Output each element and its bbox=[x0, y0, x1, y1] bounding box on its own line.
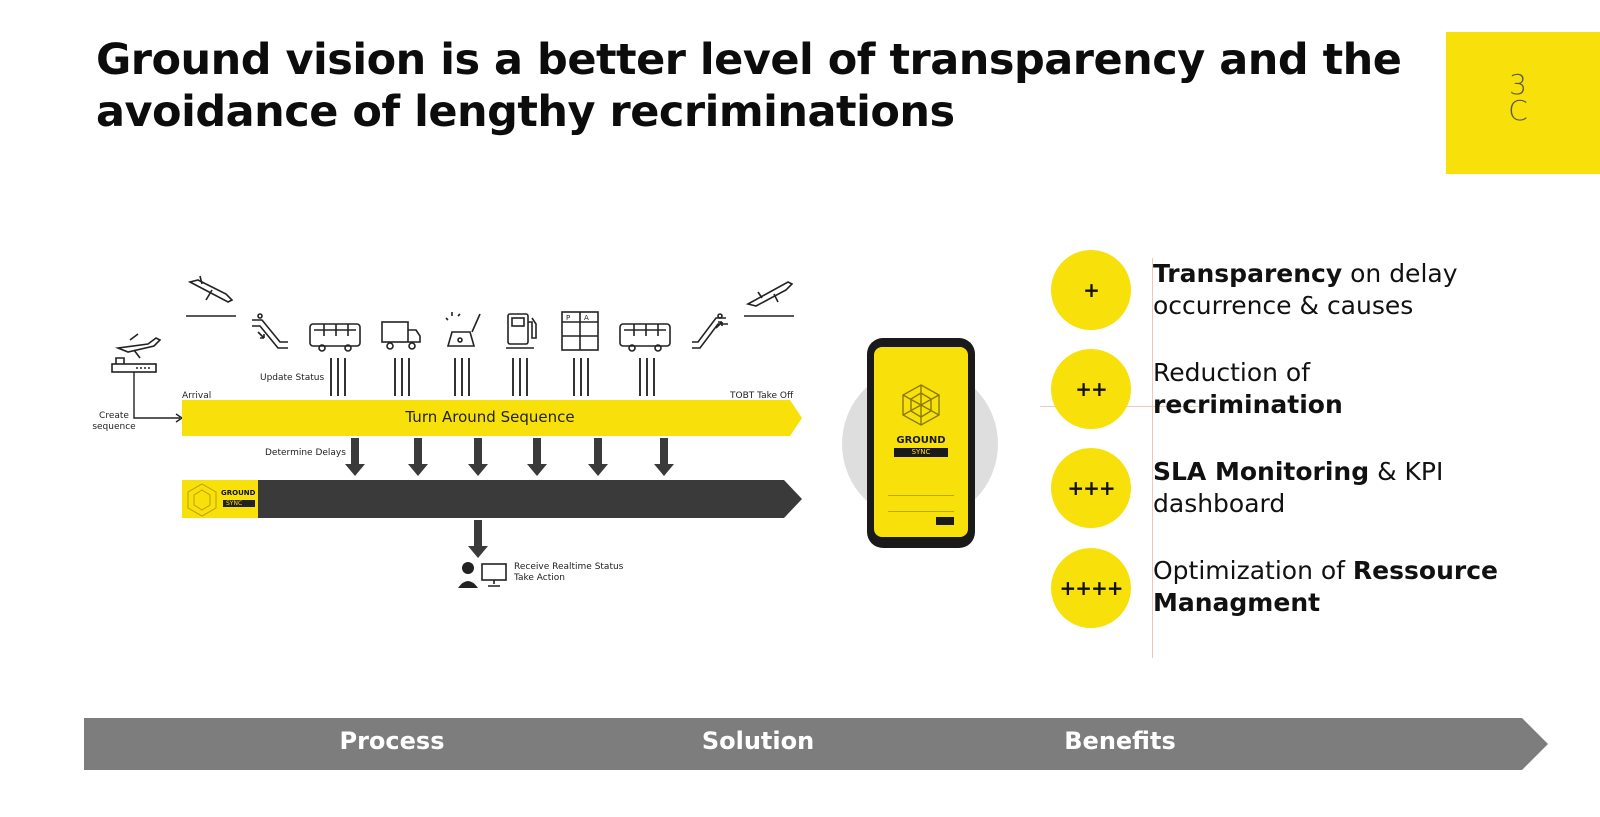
receive-label: Receive Realtime Status Take Action bbox=[514, 562, 623, 584]
guide-line bbox=[1152, 258, 1153, 658]
phone-sub: SYNC bbox=[894, 448, 948, 457]
benefit-text-2: Reduction of recrimination bbox=[1153, 357, 1553, 421]
logo-mark: 3 C bbox=[1498, 68, 1538, 127]
benefit-text-3: SLA Monitoring & KPI dashboard bbox=[1153, 456, 1553, 520]
create-sequence-label: Create sequence bbox=[92, 411, 136, 432]
gate-sign-icon: P A bbox=[561, 311, 599, 351]
benefit-2-pre: Reduction of bbox=[1153, 358, 1311, 387]
ground-sync-logo-icon bbox=[187, 483, 217, 517]
benefit-1-post: on delay occurrence & causes bbox=[1153, 259, 1458, 320]
logo-line-1: 3 bbox=[1509, 68, 1527, 101]
benefit-badge-3: +++ bbox=[1051, 448, 1131, 528]
phase-process: Process bbox=[339, 727, 445, 755]
phase-solution: Solution bbox=[701, 727, 815, 755]
turn-around-label: Turn Around Sequence bbox=[405, 408, 575, 426]
benefit-text-4: Optimization of Ressource Managment bbox=[1153, 555, 1533, 619]
determine-delays-label: Determine Delays bbox=[265, 448, 346, 458]
svg-text:P: P bbox=[566, 314, 570, 322]
phone-mockup: GROUND SYNC bbox=[867, 338, 975, 548]
determine-delays-arrows bbox=[345, 438, 674, 476]
ground-sync-brand: GROUND bbox=[221, 489, 256, 497]
benefit-1-bold: Transparency bbox=[1153, 259, 1343, 288]
tobt-label: TOBT Take Off bbox=[730, 391, 794, 401]
phase-benefits: Benefits bbox=[1064, 727, 1176, 755]
ground-sync-bar bbox=[182, 480, 802, 518]
fuel-pump-icon bbox=[506, 313, 537, 349]
update-status-arrows bbox=[330, 358, 655, 396]
benefit-4-pre: Optimization of bbox=[1153, 556, 1353, 585]
process-diagram: P A bbox=[111, 275, 802, 588]
ground-sync-sub: SYNC bbox=[226, 500, 243, 507]
receive-status-text: Receive Realtime Status bbox=[514, 562, 624, 572]
take-action-text: Take Action bbox=[514, 573, 565, 583]
cleaning-icon bbox=[445, 312, 481, 347]
benefit-text-1: Transparency on delay occurrence & cause… bbox=[1153, 258, 1553, 322]
benefit-badge-1: + bbox=[1051, 250, 1131, 330]
escalator-up-icon bbox=[692, 313, 728, 349]
arrival-label: Arrival bbox=[182, 391, 212, 401]
truck-icon bbox=[381, 321, 421, 350]
monitor-icon bbox=[481, 563, 507, 587]
receive-arrow bbox=[468, 520, 488, 558]
phone-screen: GROUND SYNC bbox=[874, 347, 968, 537]
benefit-2-bold: recrimination bbox=[1153, 390, 1343, 419]
svg-text:A: A bbox=[584, 314, 589, 322]
plane-at-terminal-icon bbox=[111, 333, 162, 373]
bus-icon bbox=[309, 323, 361, 352]
phone-password-field[interactable] bbox=[888, 503, 954, 512]
benefit-badge-2: ++ bbox=[1051, 349, 1131, 429]
benefit-4-bold: Ressource Managment bbox=[1153, 556, 1498, 617]
escalator-down-icon bbox=[252, 313, 288, 349]
phase-arrow bbox=[84, 718, 1548, 770]
phone-login-button[interactable] bbox=[936, 517, 954, 525]
benefit-badge-4: ++++ bbox=[1051, 548, 1131, 628]
logo-line-2: C bbox=[1508, 94, 1528, 127]
ground-sync-logo-icon bbox=[902, 384, 940, 426]
benefit-3-bold: SLA Monitoring bbox=[1153, 457, 1370, 486]
phone-email-field[interactable] bbox=[888, 487, 954, 496]
benefit-3-post: & KPI dashboard bbox=[1153, 457, 1444, 518]
person-icon bbox=[458, 562, 478, 588]
takeoff-plane-icon bbox=[744, 281, 794, 317]
company-logo: 3 C bbox=[1446, 32, 1600, 174]
update-status-label: Update Status bbox=[260, 373, 325, 383]
phone-brand: GROUND bbox=[896, 435, 946, 446]
bus-icon bbox=[619, 323, 671, 352]
landing-plane-icon bbox=[186, 275, 236, 317]
turn-around-bar bbox=[182, 400, 802, 436]
slide-title: Ground vision is a better level of trans… bbox=[96, 35, 1402, 137]
